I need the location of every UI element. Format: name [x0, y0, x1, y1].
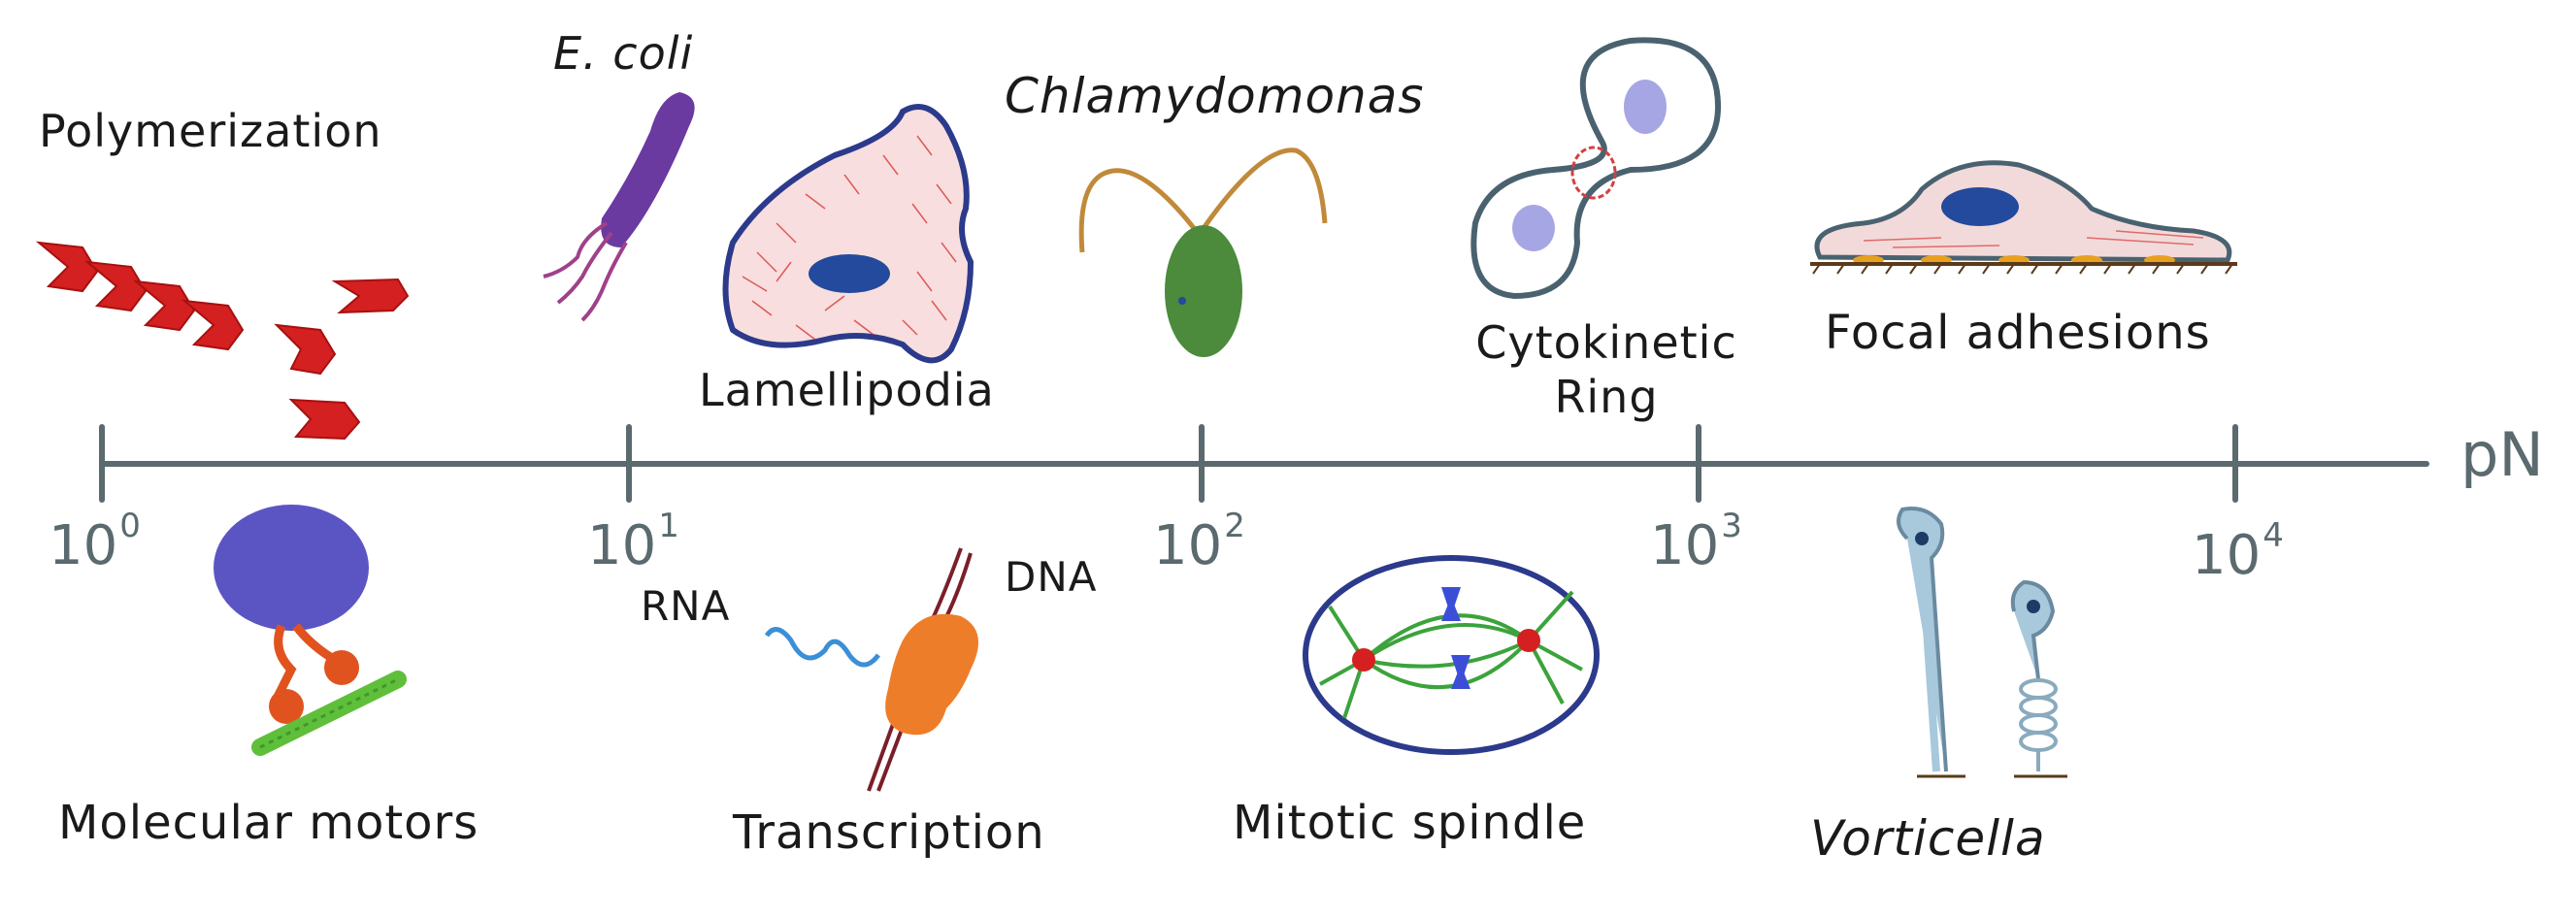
label-mitotic-spindle: Mitotic spindle — [1233, 796, 1587, 850]
actin-filament-icon — [35, 241, 410, 441]
tick-label-10-1: 101 — [587, 507, 679, 577]
polymerase-body — [885, 613, 978, 736]
transcription-icon — [764, 547, 978, 792]
label-lamellipodia: Lamellipodia — [699, 364, 995, 416]
label-rna: RNA — [641, 582, 731, 630]
label-chlamydomonas: Chlamydomonas — [1005, 68, 1425, 124]
tick-label-10-4: 104 — [2192, 516, 2284, 587]
molecular-motor-icon — [214, 505, 407, 756]
tick-label-10-2: 102 — [1153, 507, 1245, 577]
label-polymerization: Polymerization — [39, 105, 382, 157]
label-focal-adhesions: Focal adhesions — [1825, 306, 2211, 360]
rna-strand — [764, 627, 880, 668]
label-cytokinetic-ring: Cytokinetic Ring — [1446, 315, 1767, 424]
lamellipodia-nucleus — [809, 254, 890, 293]
focal-adhesion-nucleus — [1941, 187, 2019, 226]
tick-label-10-0: 100 — [49, 507, 141, 577]
label-cytokinetic-ring-line1: Cytokinetic — [1475, 316, 1737, 369]
label-transcription: Transcription — [733, 805, 1045, 860]
ecoli-icon — [543, 92, 695, 322]
force-axis — [99, 424, 2429, 503]
lamellipodia-cell-icon — [722, 104, 974, 364]
vorticella-icon — [1897, 507, 2067, 778]
tick-label-10-3: 103 — [1650, 507, 1742, 577]
focal-adhesion-cell-icon — [1810, 160, 2237, 275]
label-cytokinetic-ring-line2: Ring — [1554, 371, 1659, 423]
label-molecular-motors: Molecular motors — [58, 796, 479, 850]
chlamydomonas-body — [1165, 225, 1242, 357]
cytokinetic-ring-icon — [1470, 37, 1722, 300]
label-dna: DNA — [1005, 553, 1098, 601]
vorticella-contracted — [2010, 579, 2056, 680]
label-vorticella: Vorticella — [1810, 810, 2046, 867]
motor-cargo — [214, 505, 369, 631]
mitotic-spindle-icon — [1303, 555, 1600, 755]
vorticella-extended — [1897, 507, 1948, 772]
chlamydomonas-icon — [1078, 148, 1328, 357]
label-ecoli: E. coli — [553, 27, 694, 80]
axis-unit-label: pN — [2460, 419, 2544, 490]
